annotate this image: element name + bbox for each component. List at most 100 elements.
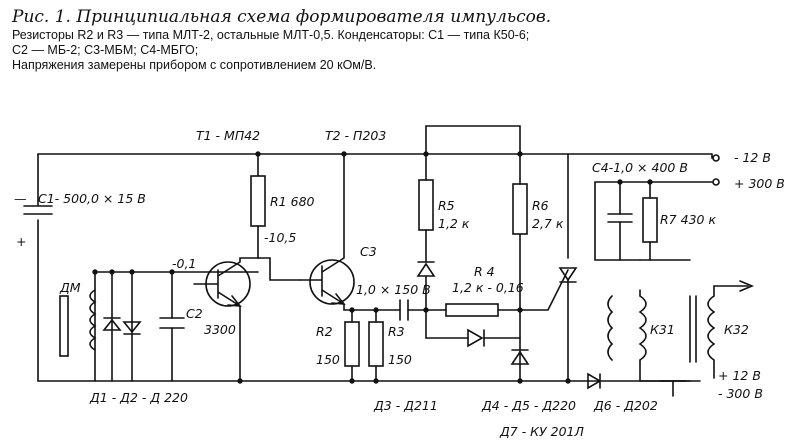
node-d7-bottom	[565, 378, 571, 384]
d5-diode	[510, 349, 530, 365]
label-d7: Д7 - КУ 201Л	[499, 424, 584, 439]
t2-collector	[321, 153, 345, 273]
c3-capacitor	[399, 299, 409, 321]
d1-diode	[102, 317, 122, 331]
label-k31: К31	[650, 322, 675, 337]
caption-note-resistors: Резисторы R2 и R3 — типа МЛТ-2, остальны…	[12, 28, 530, 42]
node-r1-top	[255, 151, 261, 157]
label-r2-value: 150	[316, 352, 340, 367]
node-r3-bottom	[373, 378, 379, 384]
label-r5: R5	[438, 198, 455, 213]
label-d4-d5: Д4 - Д5 - Д220	[481, 398, 576, 413]
label-c3-value: 1,0 × 150 В	[356, 282, 431, 297]
label-plus300: + 300 В	[734, 176, 785, 191]
label-k32: К32	[724, 322, 749, 337]
node-r5-top	[423, 151, 429, 157]
label-v105: -10,5	[264, 230, 296, 245]
wire-r5r6-top	[425, 125, 521, 155]
t1-collector	[217, 257, 259, 277]
r4-resistor	[445, 303, 499, 317]
label-r3: R3	[388, 324, 405, 339]
wire-r1-t2	[257, 257, 301, 281]
t2-emitter-arrow	[331, 293, 346, 305]
label-t2: Т2 - П203	[325, 128, 386, 143]
r2-resistor	[344, 321, 360, 367]
node-c3-out	[423, 307, 429, 313]
label-d3: Д3 - Д211	[373, 398, 438, 413]
d7-gate	[519, 269, 569, 311]
t1-base	[193, 269, 219, 299]
label-c1-plus: +	[16, 234, 26, 249]
node-t1-emitter	[237, 378, 243, 384]
dm-coil	[89, 289, 97, 351]
node-d1	[109, 269, 115, 275]
figure-caption: Рис. 1. Принципиальная схема формировате…	[12, 6, 802, 73]
caption-note-capacitors: C2 — МБ-2; C3-МБМ; C4-МБГО;	[12, 43, 199, 57]
node-r2-bottom	[349, 378, 355, 384]
t2-base	[299, 265, 323, 297]
k32-coil	[707, 295, 716, 361]
r1-resistor	[250, 175, 266, 227]
wire-k31-left	[607, 295, 614, 361]
node-r4-right	[517, 307, 523, 313]
wire-plus300-drop	[594, 181, 641, 261]
terminal-plus300	[712, 178, 720, 186]
node-dm	[92, 269, 98, 275]
caption-note-voltage: Напряжения замерены прибором с сопротивл…	[12, 58, 377, 72]
r6-resistor	[512, 183, 528, 235]
label-c2-value: 3300	[204, 322, 236, 337]
output-arrow	[739, 280, 755, 292]
label-c3: С3	[360, 244, 377, 259]
c1-capacitor	[23, 205, 53, 215]
figure-title: Рис. 1. Принципиальная схема формировате…	[12, 7, 552, 27]
wire-coils	[639, 259, 691, 382]
r7-resistor	[642, 197, 658, 243]
node-t2-top	[341, 151, 347, 157]
t2-transistor	[309, 259, 355, 305]
label-r3-value: 150	[388, 352, 412, 367]
node-r2-top	[349, 307, 355, 313]
label-r1: R1 680	[270, 194, 315, 209]
label-r6: R6	[532, 198, 549, 213]
node-r3-top	[373, 307, 379, 313]
r3-resistor	[368, 321, 384, 367]
c4-capacitor	[607, 213, 633, 223]
node-d2	[129, 269, 135, 275]
label-r4: R 4	[474, 264, 495, 279]
wire-minus12-stub	[711, 153, 714, 159]
label-minus300: - 300 В	[718, 386, 763, 401]
label-r2: R2	[316, 324, 333, 339]
node-r7-top	[647, 179, 653, 185]
label-c1-minus: —	[14, 191, 27, 206]
label-r5-value: 1,2 к	[438, 216, 470, 231]
label-d1-d2: Д1 - Д2 - Д 220	[89, 390, 188, 405]
k32-leads	[713, 285, 749, 379]
t1-emitter	[217, 291, 241, 382]
label-v01: -0,1	[172, 256, 196, 271]
label-d6: Д6 - Д202	[593, 398, 658, 413]
c2-capacitor	[159, 317, 185, 329]
node-c4-top	[617, 179, 623, 185]
label-r7: R7 430 к	[660, 212, 716, 227]
dm-core	[59, 295, 69, 357]
transformer-core	[689, 295, 697, 363]
label-r4-value: 1,2 к - 0,16	[452, 280, 524, 295]
label-minus12: - 12 В	[734, 150, 771, 165]
label-t1: Т1 - МП42	[196, 128, 260, 143]
t2-emitter	[321, 289, 401, 311]
t1-emitter-arrow	[227, 295, 242, 307]
d2-diode	[122, 321, 142, 335]
d4-diode	[467, 328, 485, 348]
k31-coil	[638, 295, 647, 361]
node-c2	[169, 269, 175, 275]
r5-resistor	[418, 179, 434, 231]
node-r6-bottom	[517, 378, 523, 384]
label-c1: С1- 500,0 × 15 В	[38, 191, 146, 206]
d3-diode	[416, 261, 436, 277]
d6-diode	[587, 372, 602, 390]
label-c4: С4-1,0 × 400 В	[592, 160, 688, 175]
label-c2: С2	[186, 306, 203, 321]
label-plus12: + 12 В	[718, 368, 761, 383]
wire-ground-arrow	[659, 380, 687, 397]
